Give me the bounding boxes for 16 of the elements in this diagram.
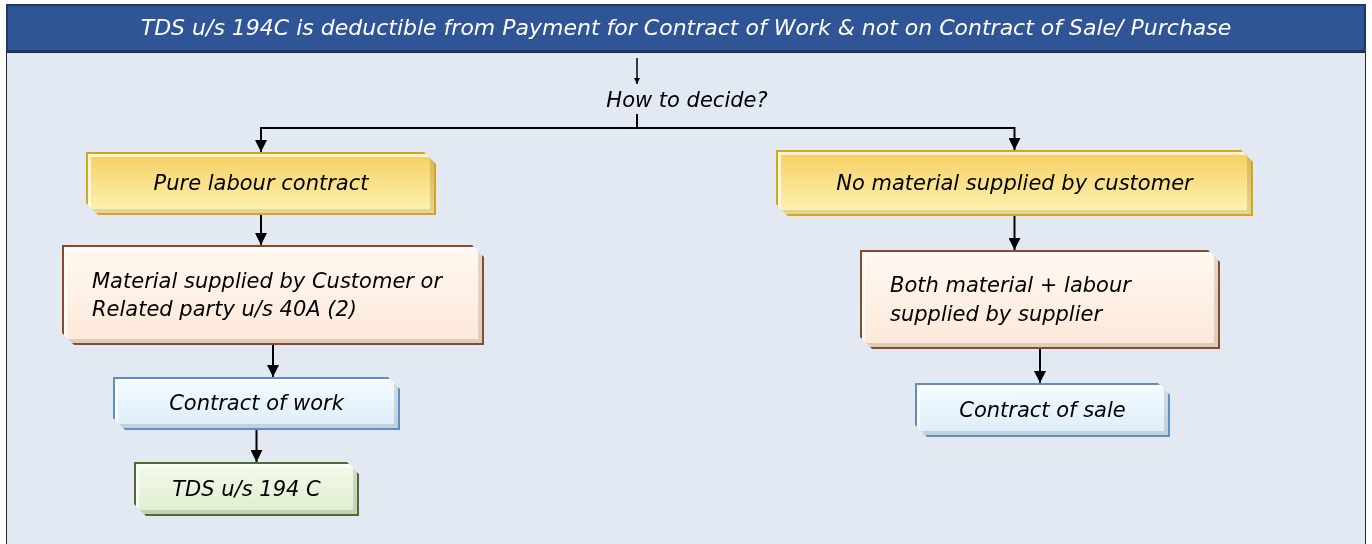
outcome-box: TDS u/s 194 C <box>134 462 359 516</box>
process-box: Material supplied by Customer or Related party u/s 40A (2) <box>62 245 484 345</box>
result-box: Contract of work <box>113 377 400 430</box>
arrow <box>255 214 267 246</box>
question-text: How to decide? <box>587 86 787 114</box>
arrow <box>250 429 263 463</box>
decision-box: Pure labour contract <box>86 152 436 215</box>
arrow <box>1034 348 1046 384</box>
process-box: Both material + labour supplied by supplier <box>860 250 1220 349</box>
arrow <box>634 57 640 85</box>
arrow <box>1008 215 1021 251</box>
decision-box: No material supplied by customer <box>776 150 1253 216</box>
arrow <box>267 344 279 378</box>
arrow <box>636 113 1021 151</box>
title-banner: TDS u/s 194C is deductible from Payment for Contract of Work & not on Contract of Sale/ Purchase <box>6 4 1366 52</box>
result-box: Contract of sale <box>915 383 1170 437</box>
